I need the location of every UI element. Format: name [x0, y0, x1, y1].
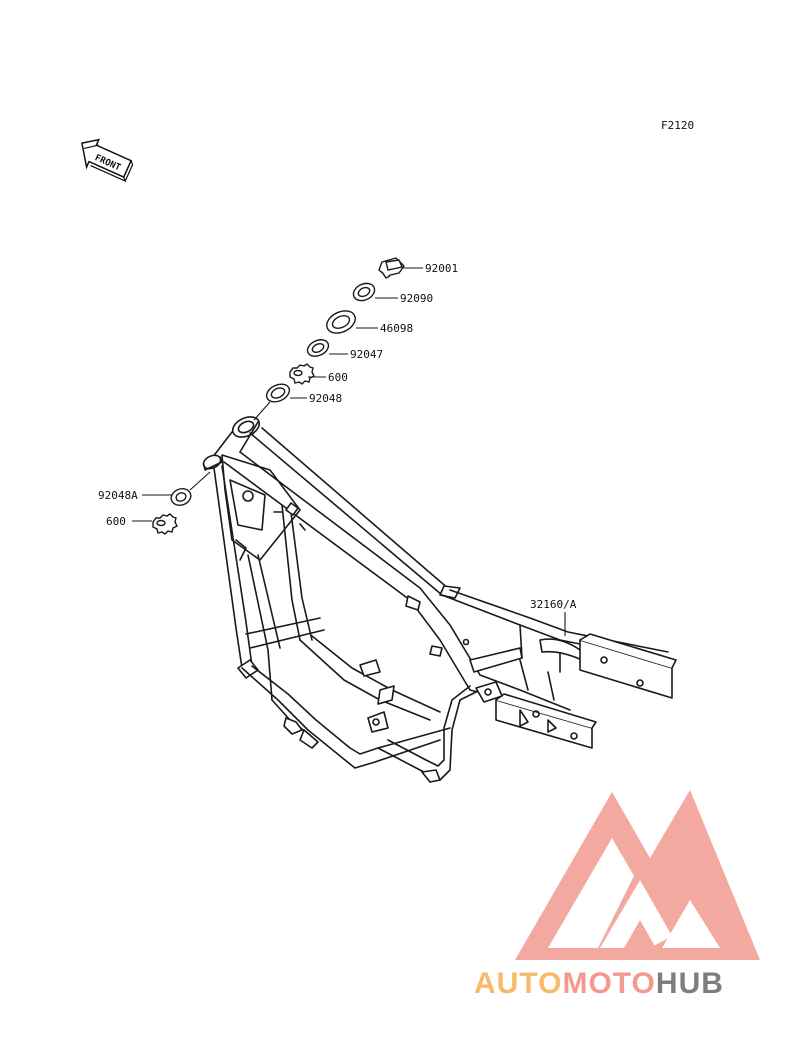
- callout-labels: 92001 92090 46098 92047 600 92048 92048A…: [98, 262, 577, 611]
- watermark-text: AUTOMOTOHUB: [474, 967, 724, 1000]
- callout-92048: 92048: [309, 392, 342, 405]
- callout-92047: 92047: [350, 348, 383, 361]
- part-race-92048A: [170, 488, 192, 506]
- watermark-part-moto: MOTO: [562, 967, 655, 1000]
- part-ring-92047: [306, 339, 330, 357]
- part-bolt-92001: [378, 257, 405, 279]
- callout-32160A: 32160/A: [530, 598, 577, 611]
- frame-32160: [202, 416, 677, 783]
- callout-600-upper: 600: [328, 371, 348, 384]
- part-washer-46098: [326, 310, 356, 334]
- callout-92001: 92001: [425, 262, 458, 275]
- watermark-part-auto: AUTO: [474, 967, 562, 1000]
- callout-600-lower: 600: [106, 515, 126, 528]
- leader-lines: [132, 267, 566, 636]
- part-bearing-600-upper: [289, 363, 315, 385]
- part-bearing-600-lower: [152, 513, 178, 535]
- watermark-logo-icon: [515, 790, 760, 960]
- callout-46098: 46098: [380, 322, 413, 335]
- callout-92090: 92090: [400, 292, 433, 305]
- watermark-part-hub: HUB: [656, 967, 724, 1000]
- figure-code: F2120: [661, 119, 694, 132]
- part-nut-92090: [352, 282, 376, 302]
- callout-92048A: 92048A: [98, 489, 138, 502]
- front-arrow-icon: FRONT: [81, 138, 134, 183]
- part-race-92048: [265, 383, 291, 403]
